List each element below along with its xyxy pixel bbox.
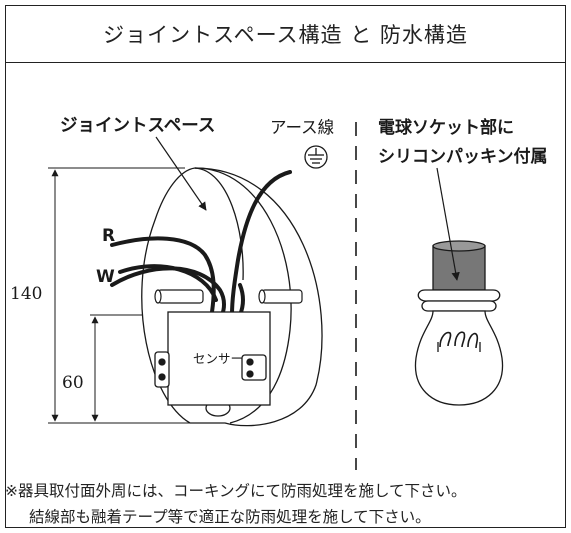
page-title: ジョイントスペース構造 と 防水構造 <box>6 6 565 63</box>
mounting-rods <box>154 289 303 304</box>
dimension-140: 140 <box>10 284 42 304</box>
notes: ※器具取付面外周には、コーキングにて防雨処理を施して下さい。 結線部も融着テープ… <box>5 478 467 530</box>
dimension-60: 60 <box>62 373 84 393</box>
earth-ground-icon <box>304 145 328 169</box>
joint-space-leader <box>155 136 207 211</box>
joint-space-label: ジョイントスペース <box>60 116 215 136</box>
note-line-1: ※器具取付面外周には、コーキングにて防雨処理を施して下さい。 <box>5 482 467 500</box>
note-line-2: 結線部も融着テープ等で適正な防雨処理を施して下さい。 <box>29 508 431 526</box>
dimension-lines <box>48 167 220 424</box>
wires <box>110 170 292 317</box>
sensor-label: センサー <box>193 351 243 366</box>
light-bulb-icon <box>414 240 504 406</box>
wire-w-label: W <box>96 267 115 287</box>
earth-wire-label: アース線 <box>270 118 334 137</box>
bulb-leader <box>436 167 460 281</box>
sensor-box <box>154 311 271 417</box>
bulb-label-line1: 電球ソケット部に <box>378 117 514 138</box>
bulb-label-line2: シリコンパッキン付属 <box>378 146 548 167</box>
wire-r-label: R <box>102 226 115 246</box>
